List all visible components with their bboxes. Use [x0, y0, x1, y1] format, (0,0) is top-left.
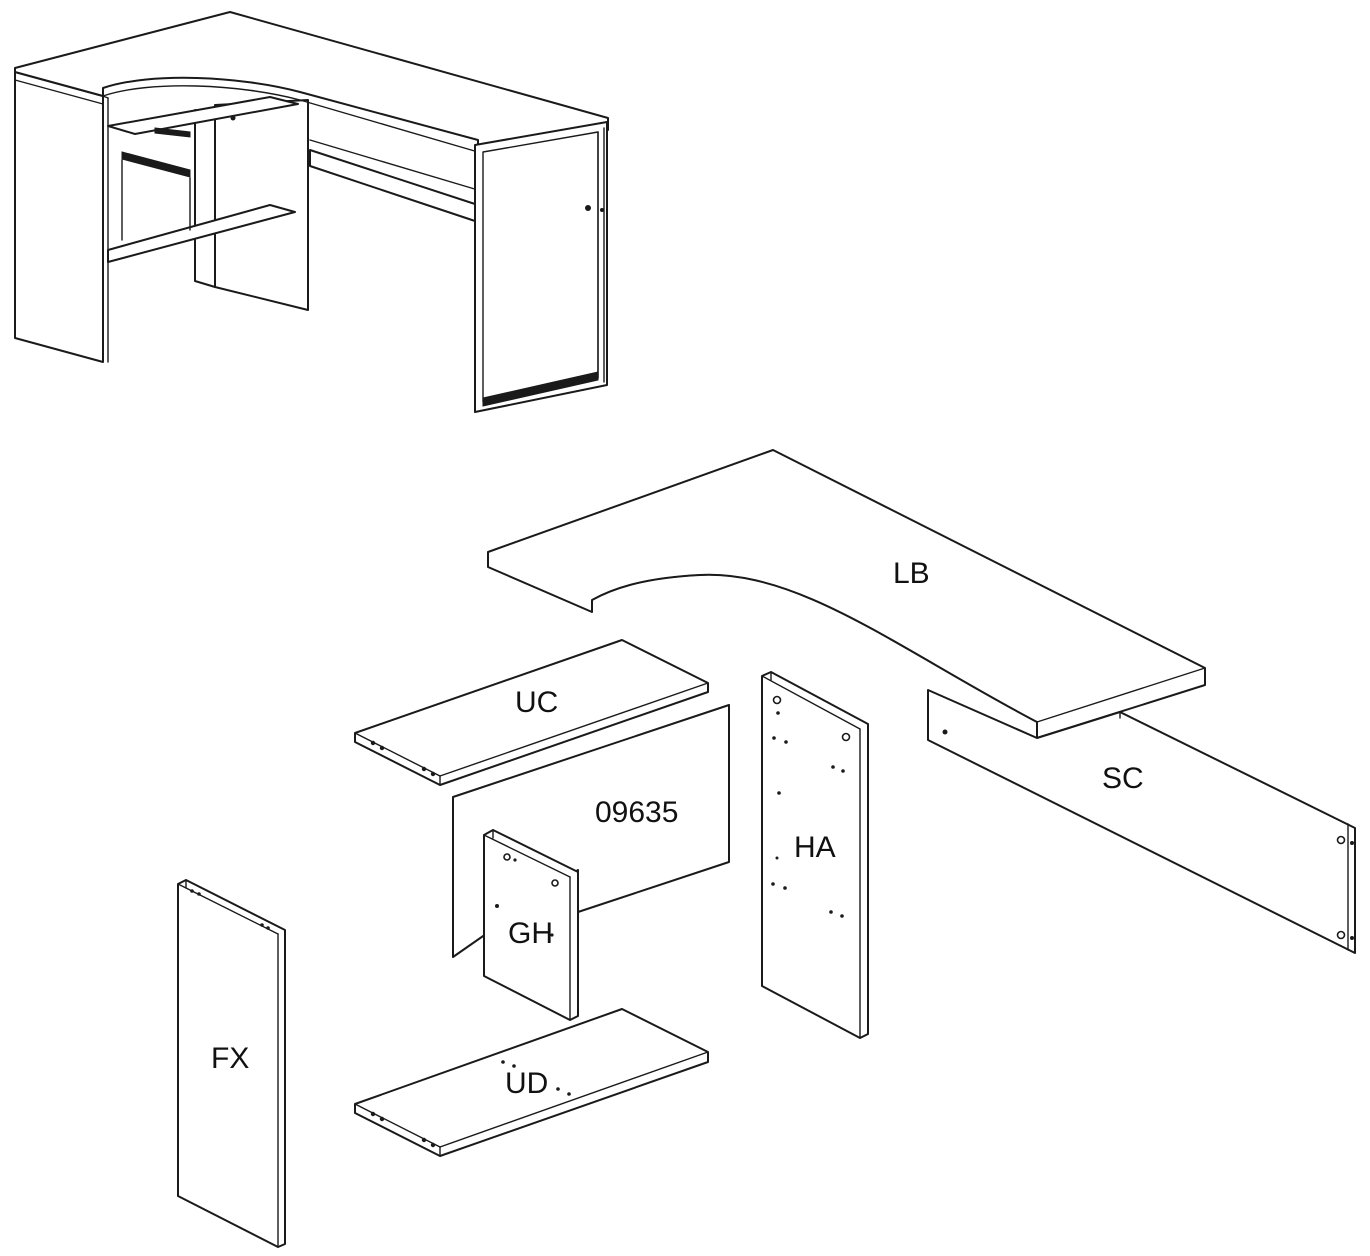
label-ha: HA — [794, 831, 836, 864]
label-ud: UD — [505, 1067, 548, 1100]
part-uc-shelf: UC — [354, 639, 709, 786]
part-gh-divider: GH — [483, 829, 579, 1021]
part-fx-end-panel: FX — [177, 879, 286, 1248]
part-ha-side-panel: HA — [761, 671, 869, 1039]
label-gh: GH — [508, 917, 553, 950]
part-sc-panel: SC — [927, 689, 1356, 954]
label-lb: LB — [893, 557, 930, 590]
label-fx: FX — [211, 1042, 249, 1075]
part-ud-shelf: UD — [354, 1008, 709, 1157]
label-uc: UC — [515, 686, 558, 719]
drawer-rails — [121, 127, 191, 241]
label-09635: 09635 — [595, 796, 678, 829]
assembled-desk-illustration — [14, 11, 609, 413]
label-sc: SC — [1102, 762, 1144, 795]
part-lb-desktop: LB — [487, 449, 1206, 739]
